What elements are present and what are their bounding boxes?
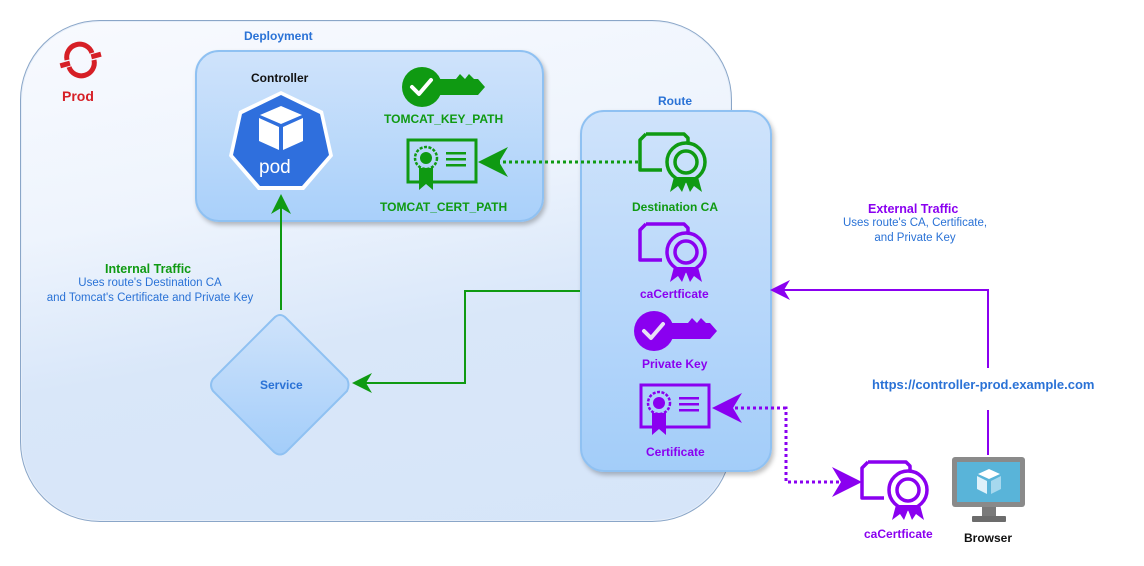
route-to-service-arrow — [352, 290, 580, 393]
key-icon — [634, 311, 717, 351]
external-traffic-title: External Traffic — [868, 202, 959, 216]
external-traffic-line1: Uses route's CA, Certificate, — [842, 217, 988, 229]
route-title: Route — [658, 94, 692, 108]
internal-traffic-line1: Uses route's Destination CA — [78, 277, 222, 289]
service-label: Service — [260, 378, 303, 392]
browser-to-route-arrow — [774, 290, 989, 455]
certificate-icon — [406, 138, 478, 190]
certificate-icon — [639, 383, 711, 435]
route-item-label: Certificate — [646, 445, 705, 459]
controller-label: Controller — [251, 71, 309, 85]
pod-icon[interactable] — [226, 88, 336, 193]
external-traffic-line2: and Private Key — [874, 232, 956, 244]
route-item-label: Destination CA — [632, 200, 719, 214]
key-icon — [402, 67, 485, 107]
route-item-label: Private Key — [642, 357, 708, 371]
environment-label: Prod — [62, 88, 94, 104]
deployment-title: Deployment — [244, 29, 313, 43]
url-label[interactable]: https://controller-prod.example.com — [872, 377, 1095, 392]
openshift-icon — [59, 41, 102, 79]
certificate-to-browser-ca-arrow — [784, 406, 862, 497]
tomcat-cert-path-label: TOMCAT_CERT_PATH — [380, 200, 508, 214]
route-item-label: caCertficate — [640, 287, 709, 301]
browser-ca-certificate-label: caCertficate — [864, 527, 933, 541]
ca-certificate-icon — [638, 222, 707, 282]
pod-label: pod — [259, 157, 291, 178]
browser-label: Browser — [964, 531, 1013, 545]
browser-icon[interactable] — [952, 457, 1026, 527]
internal-traffic-title: Internal Traffic — [105, 262, 192, 276]
service-node[interactable] — [208, 313, 352, 457]
tomcat-key-path-label: TOMCAT_KEY_PATH — [384, 112, 504, 126]
ca-certificate-icon — [638, 132, 707, 192]
ca-certificate-icon — [860, 460, 929, 520]
internal-traffic-line2: and Tomcat's Certificate and Private Key — [46, 292, 254, 304]
